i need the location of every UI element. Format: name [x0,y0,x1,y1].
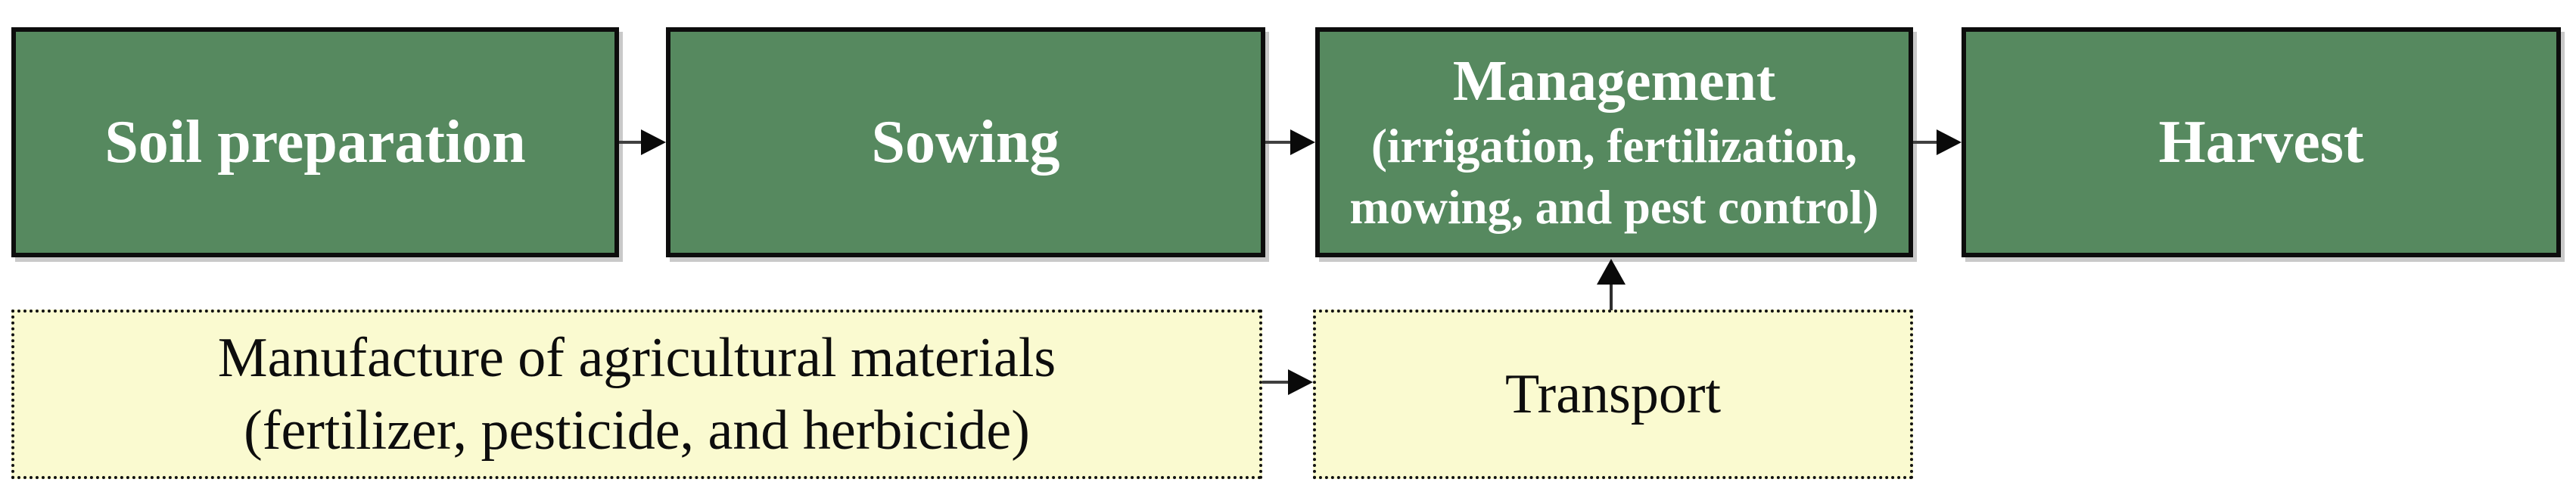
sowing-label: Sowing [871,109,1060,176]
process-box-management: Management (irrigation, fertilization, m… [1315,27,1913,257]
arrow-stem [1913,141,1937,144]
arrow-soil-preparation-to-sowing [619,129,666,155]
support-box-transport: Transport [1313,310,1913,479]
management-subtitle-line-2: mowing, and pest control) [1349,180,1879,234]
harvest-label: Harvest [2158,109,2364,176]
arrow-stem [1262,381,1288,384]
arrow-transport-to-management [1596,259,1626,310]
process-box-sowing: Sowing [666,27,1265,257]
manufacture-label-line-1: Manufacture of agricultural materials [217,326,1056,389]
arrow-head-up-icon [1597,259,1626,285]
management-subtitle-line-1: (irrigation, fertilization, [1370,119,1858,173]
soil-preparation-label: Soil preparation [104,109,526,176]
arrow-management-to-harvest [1913,129,1962,155]
arrow-head-right-icon [1937,129,1962,155]
arrow-manufacture-to-transport [1262,369,1313,395]
transport-label: Transport [1504,363,1722,425]
arrow-head-right-icon [1290,129,1315,155]
arrow-sowing-to-management [1265,129,1315,155]
process-box-soil-preparation: Soil preparation [11,27,619,257]
arrow-stem [1610,285,1613,310]
management-title: Management [1452,48,1776,113]
arrow-head-right-icon [1288,369,1313,395]
arrow-head-right-icon [641,129,666,155]
arrow-stem [619,141,641,144]
process-box-harvest: Harvest [1962,27,2561,257]
arrow-stem [1265,141,1290,144]
support-box-manufacture-of-agricultural-materials: Manufacture of agricultural materials (f… [11,310,1262,479]
manufacture-label-line-2: (fertilizer, pesticide, and herbicide) [244,400,1030,462]
